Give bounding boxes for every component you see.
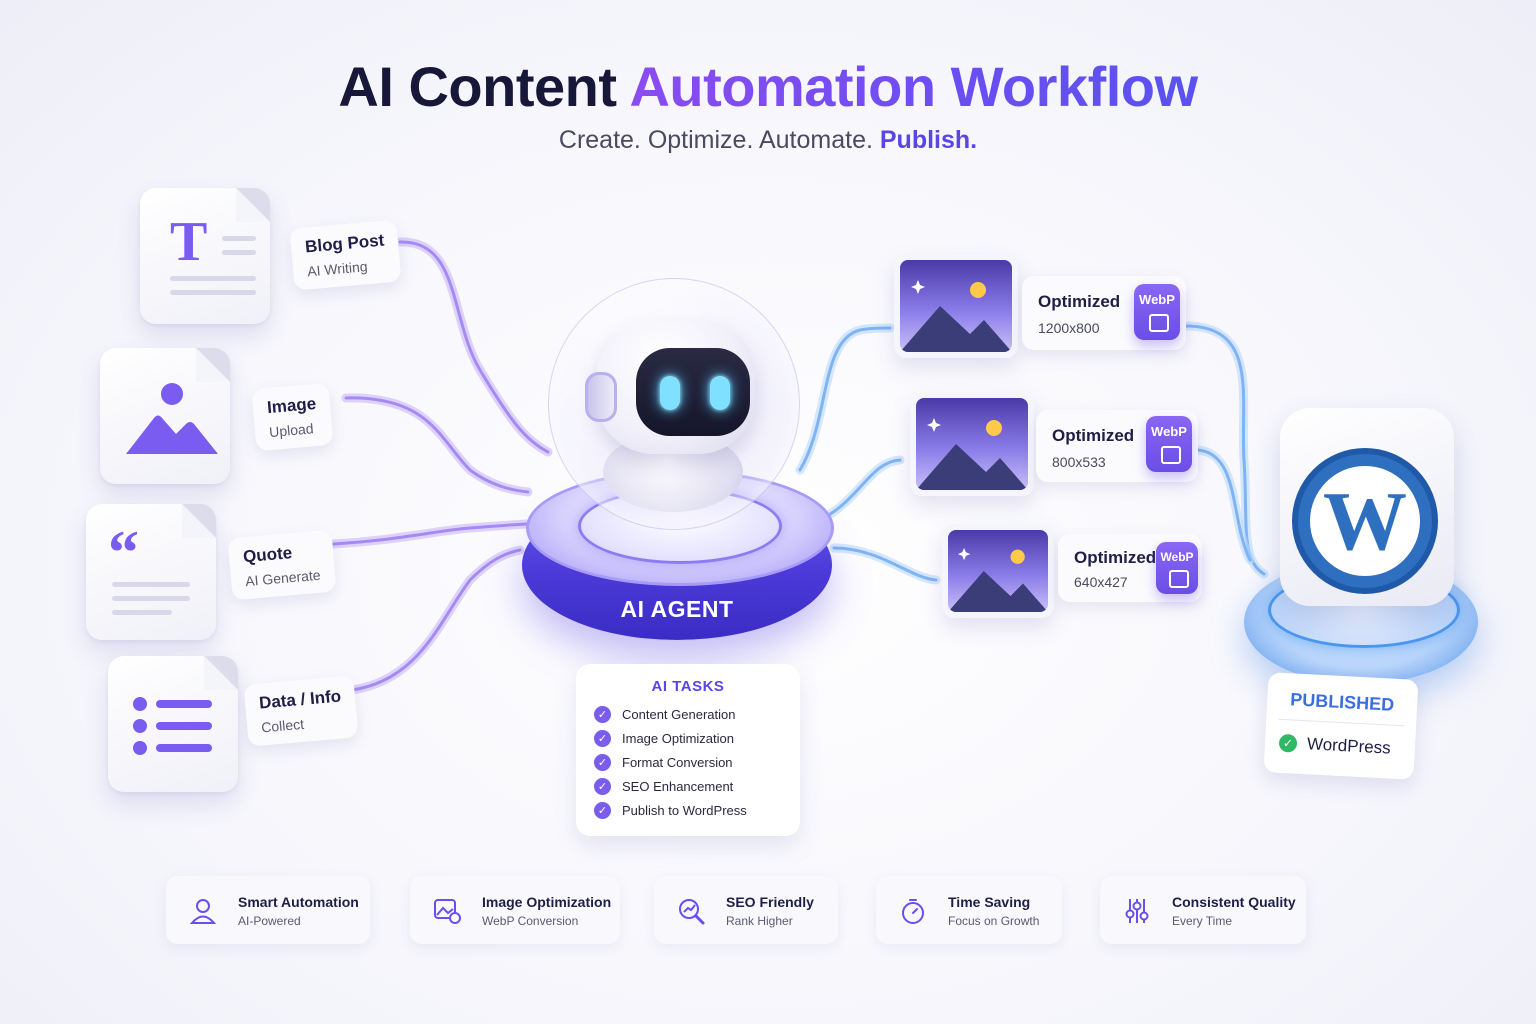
output-title: Optimized <box>1074 548 1157 567</box>
list-icon <box>133 697 212 755</box>
check-icon: ✓ <box>594 753 611 771</box>
quote-label: Quote AI Generate <box>227 529 337 601</box>
text-t-icon: T <box>170 211 208 273</box>
check-icon: ✓ <box>594 729 611 747</box>
output-title: Optimized <box>1038 292 1121 311</box>
feature-image-optimization: Image Optimization WebP Conversion <box>410 876 620 944</box>
feature-seo-friendly: SEO Friendly Rank Higher <box>654 876 838 944</box>
page-subtitle: Create. Optimize. Automate. Publish. <box>0 126 1536 155</box>
output-image-1[interactable] <box>894 254 1018 358</box>
feature-smart-automation: Smart Automation AI-Powered <box>166 876 370 944</box>
input-subtitle: AI Generate <box>244 566 322 590</box>
user-icon <box>189 899 217 924</box>
stopwatch-icon <box>902 899 924 924</box>
robot-ear <box>585 372 617 422</box>
wordpress-logo-letter: W <box>1310 466 1420 576</box>
output-info-1: Optimized 1200x800 WebP <box>1022 276 1186 350</box>
output-info-3: Optimized 640x427 WebP <box>1058 534 1202 602</box>
feature-consistent-quality: Consistent Quality Every Time <box>1100 876 1306 944</box>
output-size: 640x427 <box>1074 574 1128 590</box>
data-info-document[interactable] <box>108 656 238 792</box>
title-accent: Automation Workflow <box>629 55 1198 118</box>
image-icon <box>1149 314 1169 332</box>
landscape-icon <box>948 530 1048 612</box>
input-subtitle: AI Writing <box>306 258 369 280</box>
image-icon <box>1161 446 1181 464</box>
quote-document[interactable]: “ <box>86 504 216 640</box>
blog-post-label: Blog Post AI Writing <box>289 219 402 291</box>
robot-face <box>636 348 750 436</box>
image-icon <box>126 383 218 454</box>
task-item: ✓SEO Enhancement <box>594 776 733 796</box>
subtitle-plain: Create. Optimize. Automate. <box>558 126 880 154</box>
check-icon: ✓ <box>1278 733 1298 753</box>
image-upload-document[interactable] <box>100 348 230 484</box>
task-item: ✓Publish to WordPress <box>594 800 747 820</box>
input-title: Quote <box>242 543 293 567</box>
output-size: 1200x800 <box>1038 320 1100 336</box>
webp-badge: WebP <box>1134 284 1180 340</box>
input-title: Image <box>266 393 317 418</box>
agent-label: AI AGENT <box>620 596 734 622</box>
image-upload-label: Image Upload <box>251 382 334 452</box>
task-item: ✓Image Optimization <box>594 728 734 748</box>
landscape-icon <box>900 260 1012 352</box>
quote-icon: “ <box>108 519 139 587</box>
check-icon: ✓ <box>594 705 611 723</box>
check-icon: ✓ <box>594 801 611 819</box>
output-title: Optimized <box>1052 426 1135 445</box>
webp-badge: WebP <box>1156 542 1198 594</box>
sliders-icon <box>1125 899 1149 923</box>
publish-platform-name: WordPress <box>1306 734 1392 758</box>
task-item: ✓Content Generation <box>594 704 735 724</box>
robot-eye-left <box>660 376 680 410</box>
robot-eye-right <box>710 376 730 410</box>
search-chart-icon <box>679 899 705 925</box>
output-image-2[interactable] <box>910 392 1034 496</box>
output-info-2: Optimized 800x533 WebP <box>1036 410 1198 482</box>
webp-badge: WebP <box>1146 416 1192 472</box>
image-settings-icon <box>434 899 461 924</box>
input-subtitle: Upload <box>268 420 315 441</box>
published-card: PUBLISHED ✓ WordPress <box>1263 672 1419 780</box>
tasks-title: AI TASKS <box>651 678 725 695</box>
data-info-label: Data / Info Collect <box>243 675 359 747</box>
ai-tasks-card: AI TASKS ✓Content Generation ✓Image Opti… <box>576 664 800 836</box>
title-main: AI Content <box>338 55 630 118</box>
output-image-3[interactable] <box>942 524 1054 618</box>
publish-status: PUBLISHED <box>1289 689 1395 715</box>
input-title: Data / Info <box>258 686 342 713</box>
wordpress-logo-icon: W <box>1292 448 1438 594</box>
subtitle-strong: Publish. <box>879 126 978 154</box>
landscape-icon <box>916 398 1028 490</box>
feature-time-saving: Time Saving Focus on Growth <box>876 876 1062 944</box>
output-size: 800x533 <box>1052 454 1106 470</box>
image-icon <box>1169 570 1189 588</box>
input-subtitle: Collect <box>260 715 305 736</box>
input-title: Blog Post <box>304 230 386 257</box>
check-icon: ✓ <box>594 777 611 795</box>
task-item: ✓Format Conversion <box>594 752 733 772</box>
page-title: AI Content Automation Workflow <box>0 54 1536 119</box>
blog-post-document[interactable]: T <box>140 188 270 324</box>
